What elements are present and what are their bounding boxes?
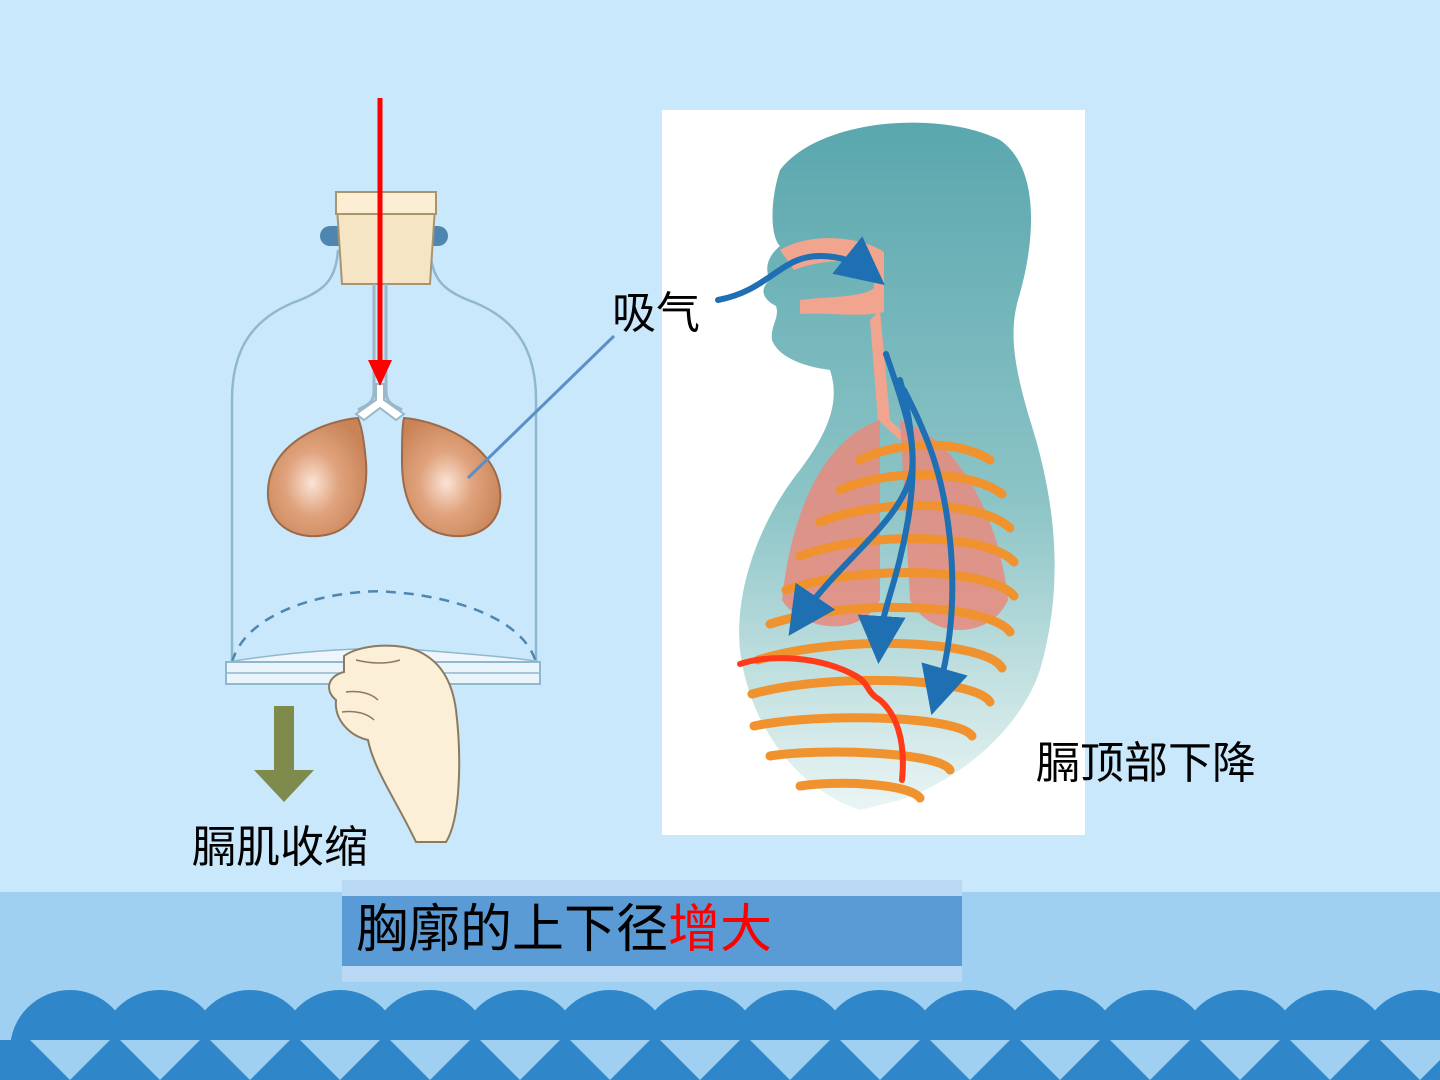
diaphragm-contract-label: 膈肌收缩 <box>192 826 368 870</box>
banner-bar: 胸廓的上下径增大 <box>342 896 962 966</box>
inhale-label: 吸气 <box>612 292 700 336</box>
human-breathing-illustration <box>662 110 1085 835</box>
pointer-line <box>468 336 614 478</box>
left-balloon-lung <box>268 418 366 536</box>
banner-text-plain: 胸廓的上下径 <box>356 900 668 960</box>
conclusion-banner: 胸廓的上下径增大 <box>342 880 962 982</box>
banner-text-highlight: 增大 <box>668 900 772 960</box>
bell-jar-model <box>226 98 614 842</box>
hand-pulling-membrane <box>329 646 459 842</box>
diaphragm-dome-down-label: 膈顶部下降 <box>1036 742 1256 786</box>
membrane-down-arrow <box>254 706 314 802</box>
right-balloon-lung <box>402 418 500 536</box>
banner-text: 胸廓的上下径增大 <box>356 904 772 956</box>
